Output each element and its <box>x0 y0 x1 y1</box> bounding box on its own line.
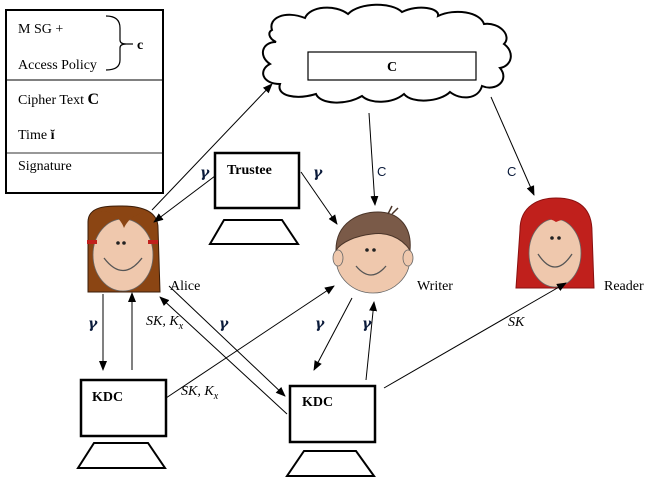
alice-hairtie-left <box>87 240 97 244</box>
kdc1-monitor <box>79 378 168 438</box>
legend-cipher-text: Cipher Text C <box>18 91 99 108</box>
legend-time: Time ĭ <box>18 128 56 143</box>
reader-eye-left <box>550 236 554 240</box>
kdc1-keyboard <box>76 442 167 469</box>
reader-label: Reader <box>604 279 644 294</box>
alice-smile <box>103 257 143 272</box>
edge-kdc2-to-reader <box>383 282 567 389</box>
edge-alice-to-kdc2 <box>168 285 286 397</box>
reader-smile <box>537 253 573 268</box>
legend-frame <box>5 9 164 194</box>
edge-alice-to-cloud <box>151 83 273 211</box>
alice-eye-right <box>122 241 126 245</box>
legend-msg: M SG + <box>18 22 63 37</box>
reader-eye-right <box>557 236 561 240</box>
alice-avatar <box>87 205 161 293</box>
reader-face <box>528 218 582 288</box>
kdc2-keyboard <box>285 450 376 477</box>
cloud-ciphertext-box <box>307 51 477 81</box>
edge-kdc2-to-alice <box>159 296 288 415</box>
writer-cowlick <box>387 205 399 215</box>
writer-eye-left <box>365 248 369 252</box>
edge-cloud-to-writer <box>368 112 379 206</box>
writer-ear-left <box>332 249 344 267</box>
edge-cloud-to-reader <box>490 96 535 196</box>
writer-label: Writer <box>417 279 453 294</box>
legend-box: M SG + Access Policy c Cipher Text C Tim… <box>5 9 164 194</box>
label-sk-kx-kdc1-writer: SK, Kx <box>181 384 219 402</box>
trustee-node: Trustee <box>208 151 301 245</box>
label-gamma-writer-kdc2: γ <box>315 316 325 332</box>
brace-label: c <box>137 38 143 53</box>
kdc2-label: KDC <box>302 395 333 410</box>
trustee-monitor <box>213 151 301 210</box>
label-c-writer: C <box>377 164 386 179</box>
cloud-storage: C <box>261 3 512 104</box>
edge-trustee-to-alice <box>153 175 216 223</box>
label-c-reader: C <box>507 164 516 179</box>
trustee-keyboard <box>208 219 300 245</box>
writer-avatar <box>332 205 414 294</box>
kdc1-label: KDC <box>92 390 123 405</box>
edge-trustee-to-writer <box>300 171 338 225</box>
reader-avatar <box>515 197 595 289</box>
edges <box>99 83 567 415</box>
legend-signature: Signature <box>18 159 72 174</box>
reader-bangs <box>528 211 584 230</box>
writer-hair <box>335 211 411 252</box>
kdc2-monitor <box>288 384 377 444</box>
alice-bangs <box>93 207 155 228</box>
label-gamma-trustee-writer: γ <box>313 165 323 181</box>
label-gamma-kdc2-writer: γ <box>362 316 372 332</box>
edge-kdc1-to-writer <box>165 285 335 399</box>
label-gamma-alice-kdc1: γ <box>88 316 98 332</box>
writer-smile <box>355 265 387 276</box>
label-gamma-alice-kdc2: γ <box>219 316 229 332</box>
writer-ear-right <box>402 249 414 267</box>
alice-eye-left <box>116 241 120 245</box>
edge-kdc2-to-writer <box>365 301 378 381</box>
cloud-ciphertext: C <box>387 60 397 75</box>
alice-label: Alice <box>170 279 200 294</box>
alice-hairtie-right <box>148 240 158 244</box>
label-sk-reader: SK <box>508 315 525 330</box>
alice-face <box>92 218 154 292</box>
legend-access-policy: Access Policy <box>18 58 97 73</box>
kdc-node-1: KDC <box>76 378 168 469</box>
label-gamma-trustee-alice: γ <box>200 165 210 181</box>
kdc-node-2: KDC <box>285 384 377 477</box>
trustee-label: Trustee <box>227 163 272 178</box>
label-sk-kx-alice: SK, Kx <box>146 314 184 332</box>
edge-writer-to-kdc2 <box>313 297 353 371</box>
writer-eye-right <box>372 248 376 252</box>
